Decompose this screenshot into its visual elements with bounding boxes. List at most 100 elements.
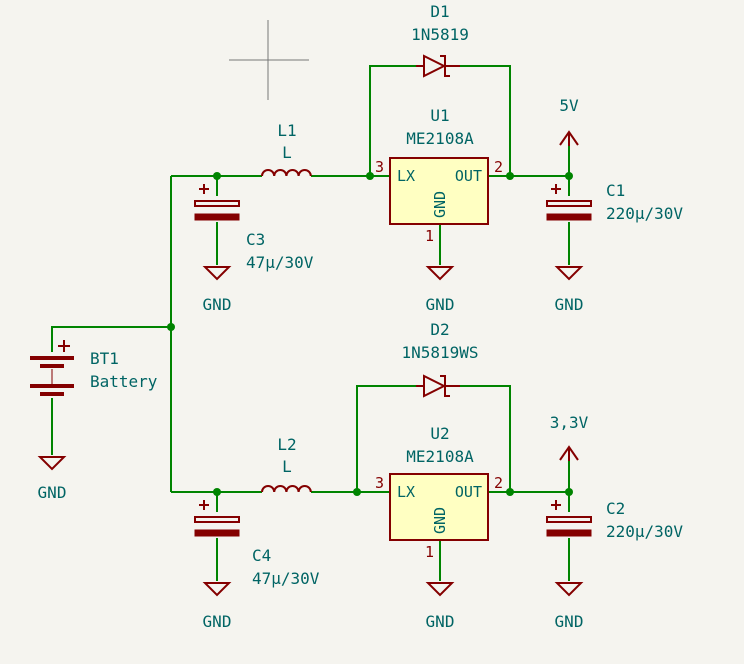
capacitor-plate xyxy=(546,200,592,207)
l2-value: L xyxy=(282,457,292,476)
capacitor-plate xyxy=(194,516,240,523)
d1-ref: D1 xyxy=(430,2,449,21)
l1-ref: L1 xyxy=(277,121,296,140)
ground-icon xyxy=(554,266,584,281)
c1-value: 220µ/30V xyxy=(606,204,683,223)
ground-icon xyxy=(37,456,67,471)
diode-d1[interactable]: D1 1N5819 xyxy=(411,2,469,78)
diode-d2[interactable]: D2 1N5819WS xyxy=(401,320,479,398)
capacitor-plate xyxy=(546,529,592,537)
bt1-value: Battery xyxy=(90,372,158,391)
junction-dot xyxy=(565,172,573,180)
capacitor-c2[interactable]: C2 220µ/30V xyxy=(546,499,683,541)
gnd-symbol-c1[interactable]: GND xyxy=(554,266,584,314)
inductor-coil xyxy=(261,169,312,177)
inductor-coil xyxy=(261,485,312,493)
capacitor-plate xyxy=(194,213,240,221)
junctions xyxy=(167,172,573,496)
power-label-3v3: 3,3V xyxy=(550,413,589,432)
c4-ref: C4 xyxy=(252,546,271,565)
crosshair-cursor-icon xyxy=(229,20,309,100)
capacitor-c3[interactable]: C3 47µ/30V xyxy=(194,184,314,272)
battery-bt1[interactable]: BT1 Battery xyxy=(30,340,158,396)
gnd-label: GND xyxy=(555,612,584,631)
diode-triangle xyxy=(423,374,447,398)
ic-u1[interactable]: LX OUT GND 3 2 1 U1 ME2108A xyxy=(375,106,503,245)
gnd-symbol-u1[interactable]: GND xyxy=(425,266,455,314)
c4-value: 47µ/30V xyxy=(252,569,320,588)
ic-u2[interactable]: LX OUT GND 3 2 1 U2 ME2108A xyxy=(375,424,503,561)
u1-pin-number: 3 xyxy=(375,158,384,176)
junction-dot xyxy=(167,323,175,331)
u2-pin-out: OUT xyxy=(455,483,482,501)
junction-dot xyxy=(366,172,374,180)
junction-dot xyxy=(213,488,221,496)
wire-d1-left xyxy=(369,65,416,176)
c2-ref: C2 xyxy=(606,499,625,518)
wires xyxy=(51,65,570,581)
u1-pin-lx: LX xyxy=(397,167,415,185)
diode-triangle xyxy=(423,54,447,78)
u2-ref: U2 xyxy=(430,424,449,443)
gnd-label: GND xyxy=(426,295,455,314)
gnd-label: GND xyxy=(555,295,584,314)
ic-body xyxy=(389,157,489,225)
wire-d2-right xyxy=(460,385,511,492)
d2-value: 1N5819WS xyxy=(401,343,478,362)
ground-icon xyxy=(425,582,455,597)
d1-value: 1N5819 xyxy=(411,25,469,44)
u2-pin-number: 1 xyxy=(425,543,434,561)
junction-dot xyxy=(213,172,221,180)
ground-icon xyxy=(554,582,584,597)
power-3v3[interactable]: 3,3V xyxy=(550,413,589,461)
wire-battery-top xyxy=(51,326,171,352)
junction-dot xyxy=(565,488,573,496)
gnd-label: GND xyxy=(203,295,232,314)
gnd-label: GND xyxy=(203,612,232,631)
inductor-l1[interactable]: L1 L xyxy=(261,121,312,177)
capacitor-plate xyxy=(546,516,592,523)
u2-pin-number: 3 xyxy=(375,474,384,492)
u1-pin-number: 1 xyxy=(425,227,434,245)
ground-icon xyxy=(425,266,455,281)
capacitor-c4[interactable]: C4 47µ/30V xyxy=(194,500,320,588)
c3-ref: C3 xyxy=(246,230,265,249)
power-label-5v: 5V xyxy=(559,96,579,115)
gnd-symbol-c3[interactable]: GND xyxy=(202,266,232,314)
u1-pin-gnd: GND xyxy=(431,191,449,218)
junction-dot xyxy=(506,172,514,180)
u1-pin-out: OUT xyxy=(455,167,482,185)
u2-pin-number: 2 xyxy=(494,474,503,492)
capacitor-plate xyxy=(194,200,240,207)
gnd-symbol-c4[interactable]: GND xyxy=(202,582,232,631)
wire-d2-left xyxy=(356,385,416,492)
junction-dot xyxy=(506,488,514,496)
ground-icon xyxy=(202,266,232,281)
gnd-label: GND xyxy=(38,483,67,502)
wire-d1-right xyxy=(460,65,511,176)
gnd-label: GND xyxy=(426,612,455,631)
power-5v[interactable]: 5V xyxy=(559,96,579,146)
capacitor-plate xyxy=(546,213,592,221)
inductor-l2[interactable]: L2 L xyxy=(261,435,312,493)
capacitor-c1[interactable]: C1 220µ/30V xyxy=(546,181,683,223)
d2-ref: D2 xyxy=(430,320,449,339)
c3-value: 47µ/30V xyxy=(246,253,314,272)
l2-ref: L2 xyxy=(277,435,296,454)
ic-body xyxy=(389,473,489,541)
capacitor-plate xyxy=(194,529,240,537)
u1-value: ME2108A xyxy=(406,129,474,148)
u1-ref: U1 xyxy=(430,106,449,125)
u1-pin-number: 2 xyxy=(494,158,503,176)
gnd-symbol-u2[interactable]: GND xyxy=(425,582,455,631)
gnd-symbol-battery[interactable]: GND xyxy=(37,456,67,502)
junction-dot xyxy=(353,488,361,496)
c1-ref: C1 xyxy=(606,181,625,200)
ground-icon xyxy=(202,582,232,597)
l1-value: L xyxy=(282,143,292,162)
u2-pin-lx: LX xyxy=(397,483,415,501)
gnd-symbol-c2[interactable]: GND xyxy=(554,582,584,631)
u2-pin-gnd: GND xyxy=(431,507,449,534)
bt1-ref: BT1 xyxy=(90,349,119,368)
